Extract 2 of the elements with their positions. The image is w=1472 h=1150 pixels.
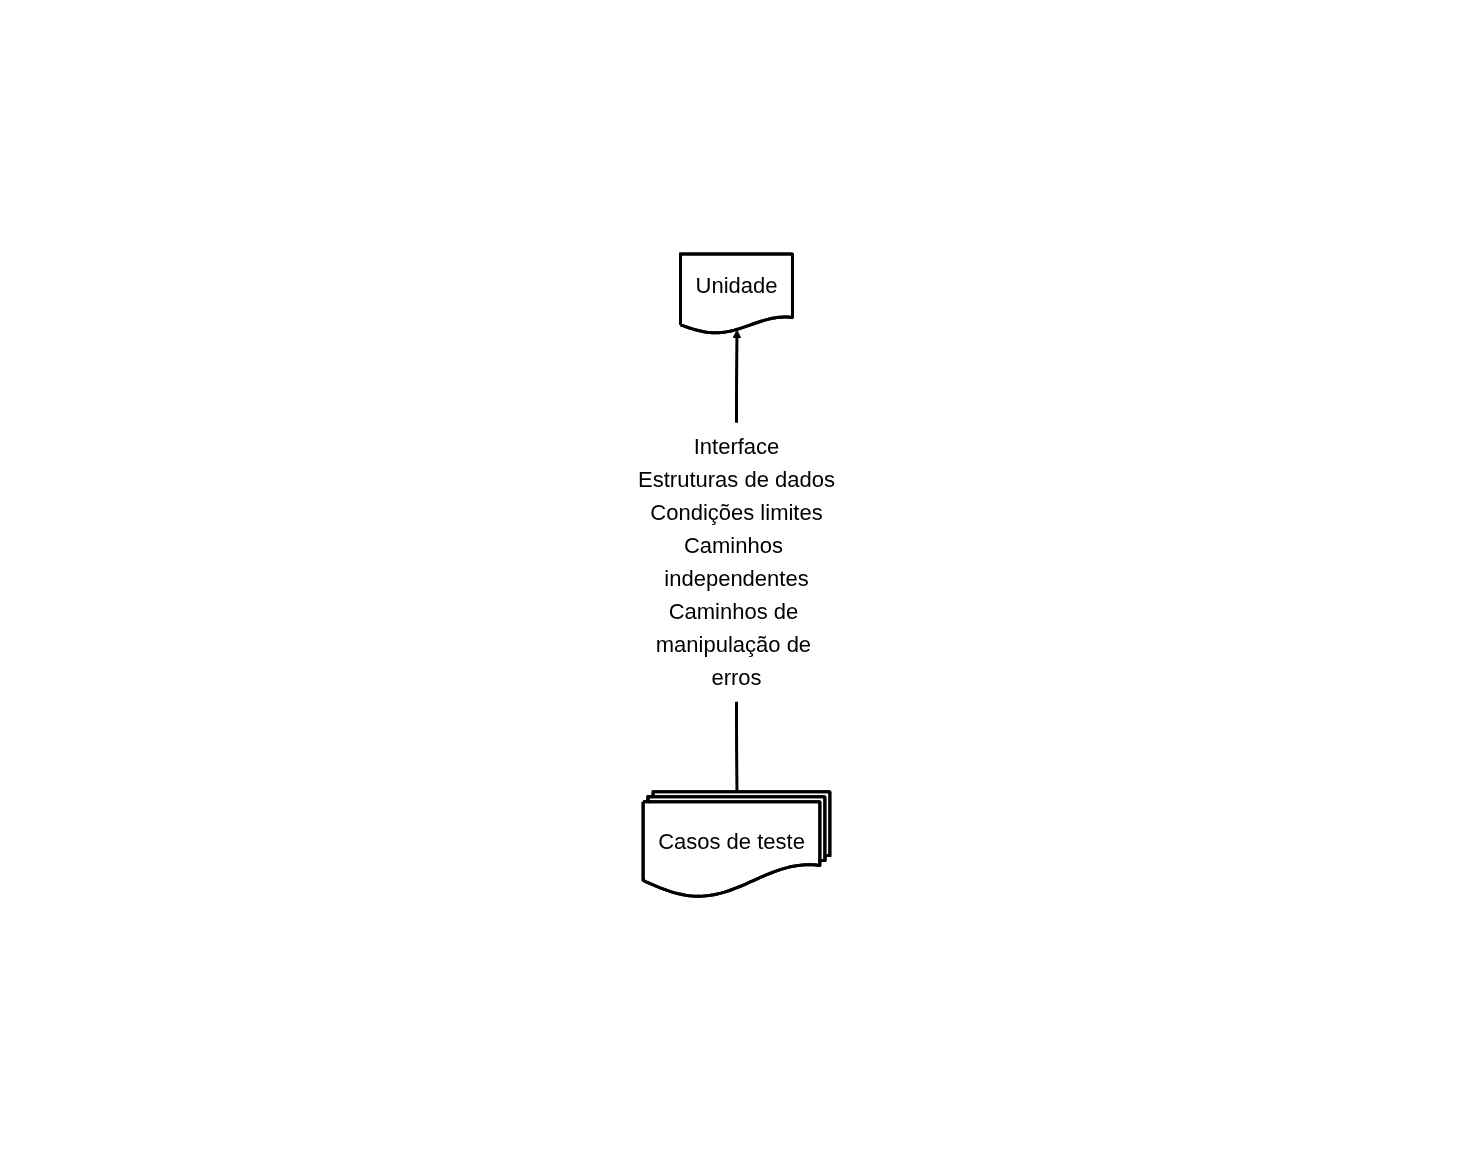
arrow bbox=[732, 329, 741, 423]
node-text: Interface Estruturas de dados Condições limites Caminhos independentes Caminhos de manipulação de erros bbox=[637, 434, 835, 691]
